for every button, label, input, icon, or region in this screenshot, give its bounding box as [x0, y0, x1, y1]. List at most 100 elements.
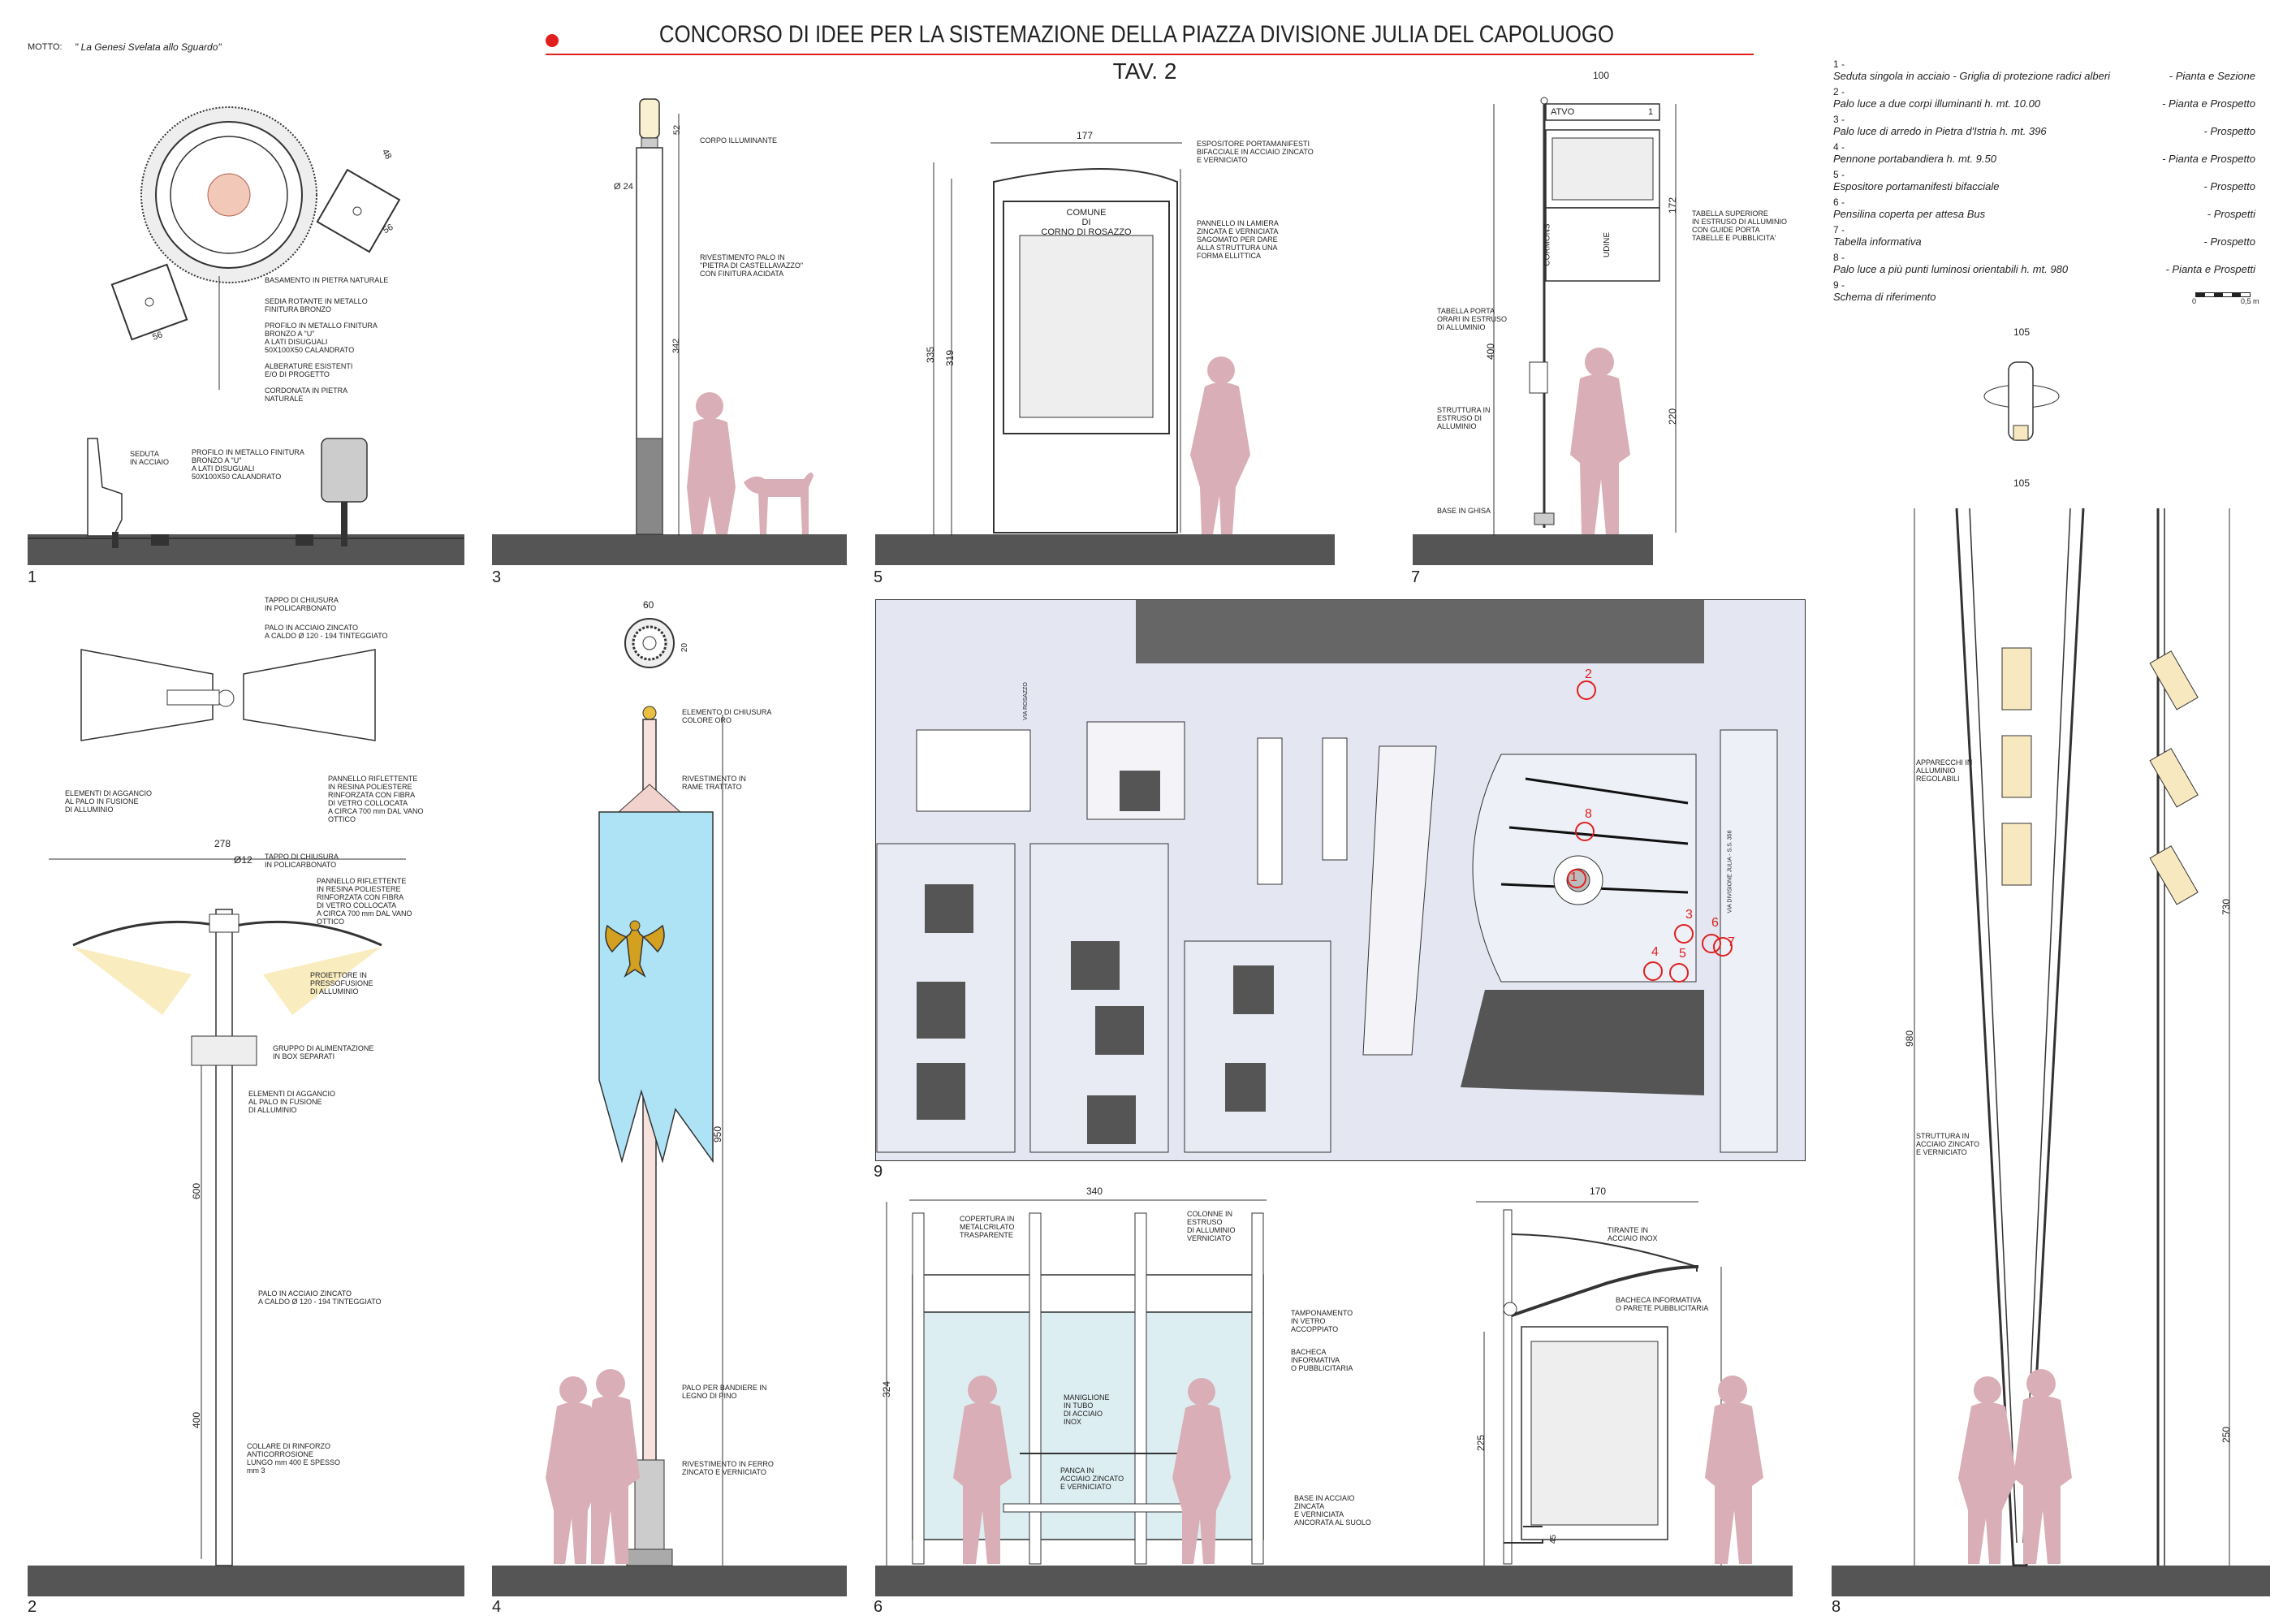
p2-label: PROIETTORE IN PRESSOFUSIONE DI ALLUMINIO [310, 971, 373, 996]
panel-3-drawing [636, 98, 680, 536]
p6-dim: 340 [1086, 1186, 1103, 1197]
p5-label: ESPOSITORE PORTAMANIFESTI BIFACCIALE IN … [1197, 140, 1314, 164]
legend-num: 2 - [1833, 86, 1845, 97]
legend-desc: Schema di riferimento [1833, 291, 1936, 303]
panel-7-drawing [1493, 97, 1677, 536]
ground-8 [1832, 1566, 2270, 1596]
p2-label: PALO IN ACCIAIO ZINCATO A CALDO Ø 120 - … [265, 624, 388, 640]
p4-label: RIVESTIMENTO IN RAME TRATTATO [682, 775, 746, 791]
p8-dim: 105 [2013, 326, 2031, 338]
legend-desc: Palo luce a più punti luminosi orientabi… [1833, 263, 2069, 275]
p2-label: PALO IN ACCIAIO ZINCATO A CALDO Ø 120 - … [258, 1289, 382, 1306]
panel-number-4: 4 [492, 1598, 502, 1616]
person-figure [2013, 1369, 2072, 1564]
p4-dim: 60 [643, 599, 654, 611]
board-title-line1: COMUNE [1066, 208, 1107, 218]
person-figure [581, 1369, 640, 1564]
p4-label: PALO PER BANDIERE IN LEGNO DI PINO [682, 1384, 767, 1400]
p6-label: PANCA IN ACCIAIO ZINCATO E VERNICIATO [1060, 1466, 1124, 1491]
p8-dim: 105 [2013, 477, 2031, 489]
legend-item: 5 -Espositore portamanifesti bifacciale-… [1833, 169, 2255, 192]
plan-marker [1575, 822, 1595, 841]
p1-label: ALBERATURE ESISTENTI E/O DI PROGETTO [265, 362, 353, 378]
p2-label: GRUPPO DI ALIMENTAZIONE IN BOX SEPARATI [273, 1044, 374, 1060]
p7-label: TABELLA SUPERIORE IN ESTRUSO DI ALLUMINI… [1692, 209, 1788, 242]
person-figure [1705, 1376, 1763, 1564]
p6-label: BASE IN ACCIAIO ZINCATA E VERNICIATA ANC… [1294, 1494, 1371, 1527]
p7-label: BASE IN GHISA [1437, 507, 1491, 515]
ground-6 [875, 1566, 1793, 1596]
person-figure [1190, 356, 1250, 534]
motto-label: MOTTO: [28, 42, 63, 52]
p7-label: STRUTTURA IN ESTRUSO DI ALLUMINIO [1437, 406, 1491, 430]
panel-2-drawing [49, 649, 406, 1566]
legend-num: 8 - [1833, 252, 1845, 263]
p1-label: PROFILO IN METALLO FINITURA BRONZO A "U"… [265, 322, 378, 354]
legend-item: 4 -Pennone portabandiera h. mt. 9.50- Pi… [1833, 141, 2255, 165]
p5-dim: 177 [1077, 130, 1094, 141]
legend-num: 5 - [1833, 169, 1845, 180]
panel-4-drawing [598, 618, 723, 1566]
panel-number-6: 6 [874, 1598, 883, 1616]
motto-text: " La Genesi Svelata allo Sguardo" [75, 41, 222, 53]
legend-num: 1 - [1833, 58, 1845, 70]
plan-marker-label: 7 [1728, 935, 1735, 949]
person-figure [1958, 1376, 2017, 1564]
p6-label: COLONNE IN ESTRUSO DI ALLUMINIO VERNICIA… [1187, 1210, 1236, 1242]
legend-num: 6 - [1833, 197, 1845, 208]
panel-number-7: 7 [1411, 568, 1421, 586]
panel-number-9: 9 [874, 1163, 883, 1181]
p5-label: PANNELLO IN LAMIERA ZINCATA E VERNICIATA… [1197, 219, 1279, 260]
p6-label: BACHECA INFORMATIVA O PARETE PUBBLICITAR… [1616, 1296, 1709, 1312]
scale-start: 0 [2192, 297, 2197, 305]
p8-label: STRUTTURA IN ACCIAIO ZINCATO E VERNICIAT… [1916, 1132, 1980, 1156]
legend-type: - Prospetto [2203, 125, 2255, 137]
ground-7 [1413, 534, 1653, 565]
ground-5 [875, 534, 1335, 565]
ground-1 [28, 534, 464, 565]
legend-type: - Pianta e Prospetto [2162, 153, 2255, 165]
ground-2 [28, 1566, 464, 1596]
p3-dim: Ø 24 [614, 182, 633, 192]
panel-number-5: 5 [874, 568, 883, 586]
site-plan-drawing [876, 600, 1778, 1153]
plan-marker [1674, 924, 1694, 944]
plan-marker-label: 2 [1585, 667, 1592, 681]
legend-type: - Prospetto [2203, 180, 2255, 192]
scale-end: 0,5 m [2241, 297, 2259, 305]
person-figure [1172, 1378, 1231, 1564]
p6-label: TAMPONAMENTO IN VETRO ACCOPPIATO [1291, 1309, 1353, 1333]
board-title-line3: CORNO DI ROSAZZO [1041, 227, 1132, 237]
legend-item: 2 -Palo luce a due corpi illuminanti h. … [1833, 86, 2255, 110]
person-figure [1570, 348, 1630, 534]
plan-marker-label: 3 [1685, 908, 1693, 922]
panel-5-drawing [933, 142, 1182, 536]
dog-figure [744, 472, 814, 534]
p6-label: TIRANTE IN ACCIAIO INOX [1608, 1226, 1658, 1242]
panel-number-8: 8 [1832, 1598, 1841, 1616]
p1-label: CORDONATA IN PIETRA NATURALE [265, 387, 348, 403]
scale-bar [2195, 292, 2251, 297]
legend-desc: Pennone portabandiera h. mt. 9.50 [1833, 153, 1996, 165]
plan-marker-label: 5 [1679, 947, 1686, 961]
legend-type: - Prospetti [2207, 208, 2255, 220]
legend-num: 9 - [1833, 279, 1845, 291]
p1-label: BASAMENTO IN PIETRA NATURALE [265, 276, 389, 284]
legend-item: 6 -Pensilina coperta per attesa Bus- Pro… [1833, 197, 2255, 220]
panel-1-drawing [28, 106, 464, 548]
p2-label: TAPPO DI CHIUSURA IN POLICARBONATO [265, 853, 339, 869]
p4-label: RIVESTIMENTO IN FERRO ZINCATO E VERNICIA… [682, 1460, 774, 1476]
person-figure [953, 1376, 1012, 1564]
sign-header: ATVO [1551, 107, 1575, 117]
panel-number-3: 3 [492, 568, 502, 586]
p2-dim: Ø12 [234, 854, 252, 866]
title-dot-icon [546, 34, 559, 47]
p2-label: ELEMENTI DI AGGANCIO AL PALO IN FUSIONE … [65, 789, 153, 814]
p2-dim: 278 [214, 838, 231, 849]
plan-marker [1669, 963, 1689, 983]
p3-label: RIVESTIMENTO PALO IN "PIETRA DI CASTELLA… [700, 253, 804, 278]
p1-section-label: PROFILO IN METALLO FINITURA BRONZO A "U"… [192, 448, 304, 481]
title-underline [546, 54, 1754, 55]
plan-marker [1577, 680, 1596, 700]
